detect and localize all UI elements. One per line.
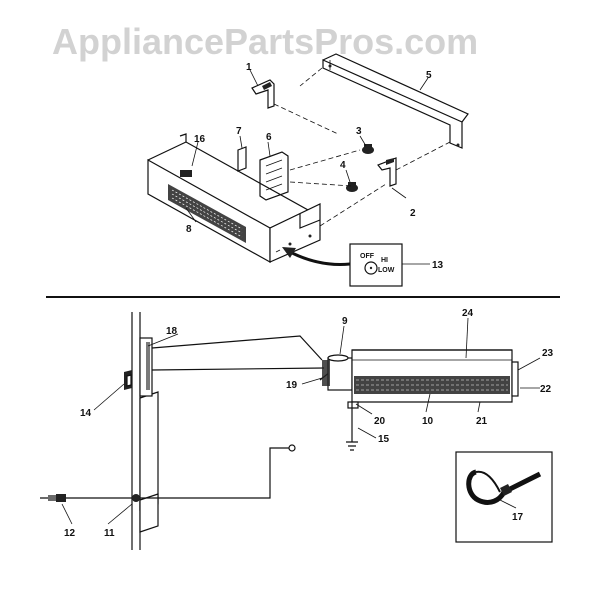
knob-part-4 [346,182,358,192]
callout-1: 1 [246,62,252,73]
left-clip-bracket [251,79,275,109]
callout-21: 21 [476,416,488,427]
callout-5: 5 [426,70,432,81]
switch-off-label: OFF [360,253,375,260]
callout-9: 9 [342,316,348,327]
switch-body [139,337,153,397]
assembly-dash-lines [273,67,451,227]
callout-12: 12 [64,528,76,539]
callout-11: 11 [104,528,115,539]
callout-17: 17 [512,512,524,523]
callout-4: 4 [340,160,346,171]
callout-16: 16 [194,134,206,145]
grille [168,184,246,243]
callout-20: 20 [374,416,386,427]
callout-14: 14 [80,408,92,419]
callout-22: 22 [540,384,552,395]
blower-housing [347,349,519,409]
callout-3: 3 [356,126,362,137]
callout-19: 19 [286,380,298,391]
callout-labels: 1 2 3 4 5 6 7 8 9 10 11 12 13 14 15 16 1… [64,62,554,539]
switch-hi-label: HI [381,257,388,264]
knob-part-3 [362,144,374,154]
switch-bracket [259,151,289,201]
callout-15: 15 [378,434,390,445]
callout-leaders [61,69,541,525]
switch-plate: OFF HI LOW [349,243,403,287]
wires [40,335,331,502]
callout-24: 24 [462,308,474,319]
top-mounting-bracket [322,53,469,149]
callout-13: 13 [432,260,444,271]
callout-18: 18 [166,326,178,337]
front-housing [147,133,321,264]
callout-10: 10 [422,416,434,427]
blower-motor [322,354,353,391]
callout-6: 6 [266,132,272,143]
callout-23: 23 [542,348,554,359]
ground-wire [346,402,358,451]
callout-8: 8 [186,224,192,235]
right-clip-bracket [377,157,397,187]
callout-7: 7 [236,126,242,137]
watermark-text: AppliancePartsPros.com [52,21,478,62]
switch-knob [124,370,132,390]
switch-arrow [282,247,351,266]
callout-2: 2 [410,208,416,219]
label-card [237,146,247,172]
cable-tie-inset [455,451,553,543]
switch-low-label: LOW [378,267,395,274]
